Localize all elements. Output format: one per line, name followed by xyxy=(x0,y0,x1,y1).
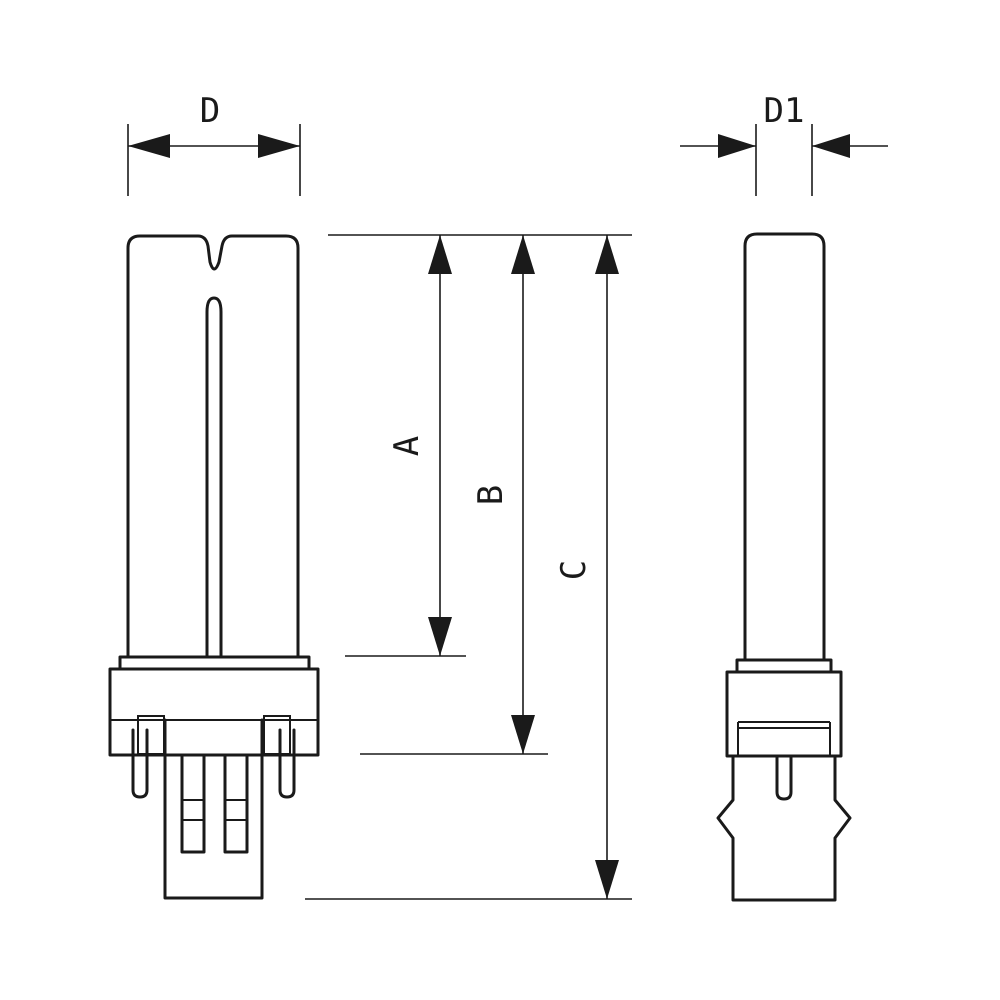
dim-C-arrow-top xyxy=(595,235,619,274)
dimension-D1: D1 xyxy=(680,91,888,196)
dim-D1-label: D1 xyxy=(764,91,805,131)
side-plug xyxy=(716,754,852,902)
dimension-D: D xyxy=(127,91,301,196)
dim-C-label: C xyxy=(554,560,594,580)
dim-D-arrow-left xyxy=(128,134,170,158)
front-tube-outline xyxy=(126,234,300,659)
side-view-lamp xyxy=(716,232,852,902)
side-base-collar xyxy=(735,658,833,674)
dim-A-arrow-bottom xyxy=(428,617,452,656)
dim-B-arrow-bottom xyxy=(511,715,535,754)
front-center-plug xyxy=(163,718,264,900)
height-dimensions: A B C xyxy=(305,234,632,900)
front-right-pin-housing xyxy=(263,715,291,755)
side-tube-outline xyxy=(743,232,826,662)
dim-A-arrow-top xyxy=(428,235,452,274)
side-base-body xyxy=(725,670,843,758)
dim-A-label: A xyxy=(387,436,427,456)
dim-D-label: D xyxy=(200,91,220,131)
dim-B-arrow-top xyxy=(511,235,535,274)
dim-B-label: B xyxy=(471,485,511,505)
front-base-collar xyxy=(118,655,311,671)
dim-D-arrow-right xyxy=(258,134,300,158)
front-base-body xyxy=(108,667,320,757)
front-view-lamp xyxy=(108,234,320,900)
front-plug-slot-right xyxy=(223,753,249,854)
front-plug-slot-left xyxy=(180,753,206,854)
front-right-pin xyxy=(278,728,296,799)
dim-D1-arrow-left xyxy=(718,134,756,158)
dim-D1-arrow-right xyxy=(812,134,850,158)
front-tube-slot xyxy=(205,296,223,659)
front-left-pin-housing xyxy=(137,715,165,755)
dim-C-arrow-bottom xyxy=(595,860,619,899)
side-pin xyxy=(775,754,793,801)
front-left-pin xyxy=(131,728,149,799)
